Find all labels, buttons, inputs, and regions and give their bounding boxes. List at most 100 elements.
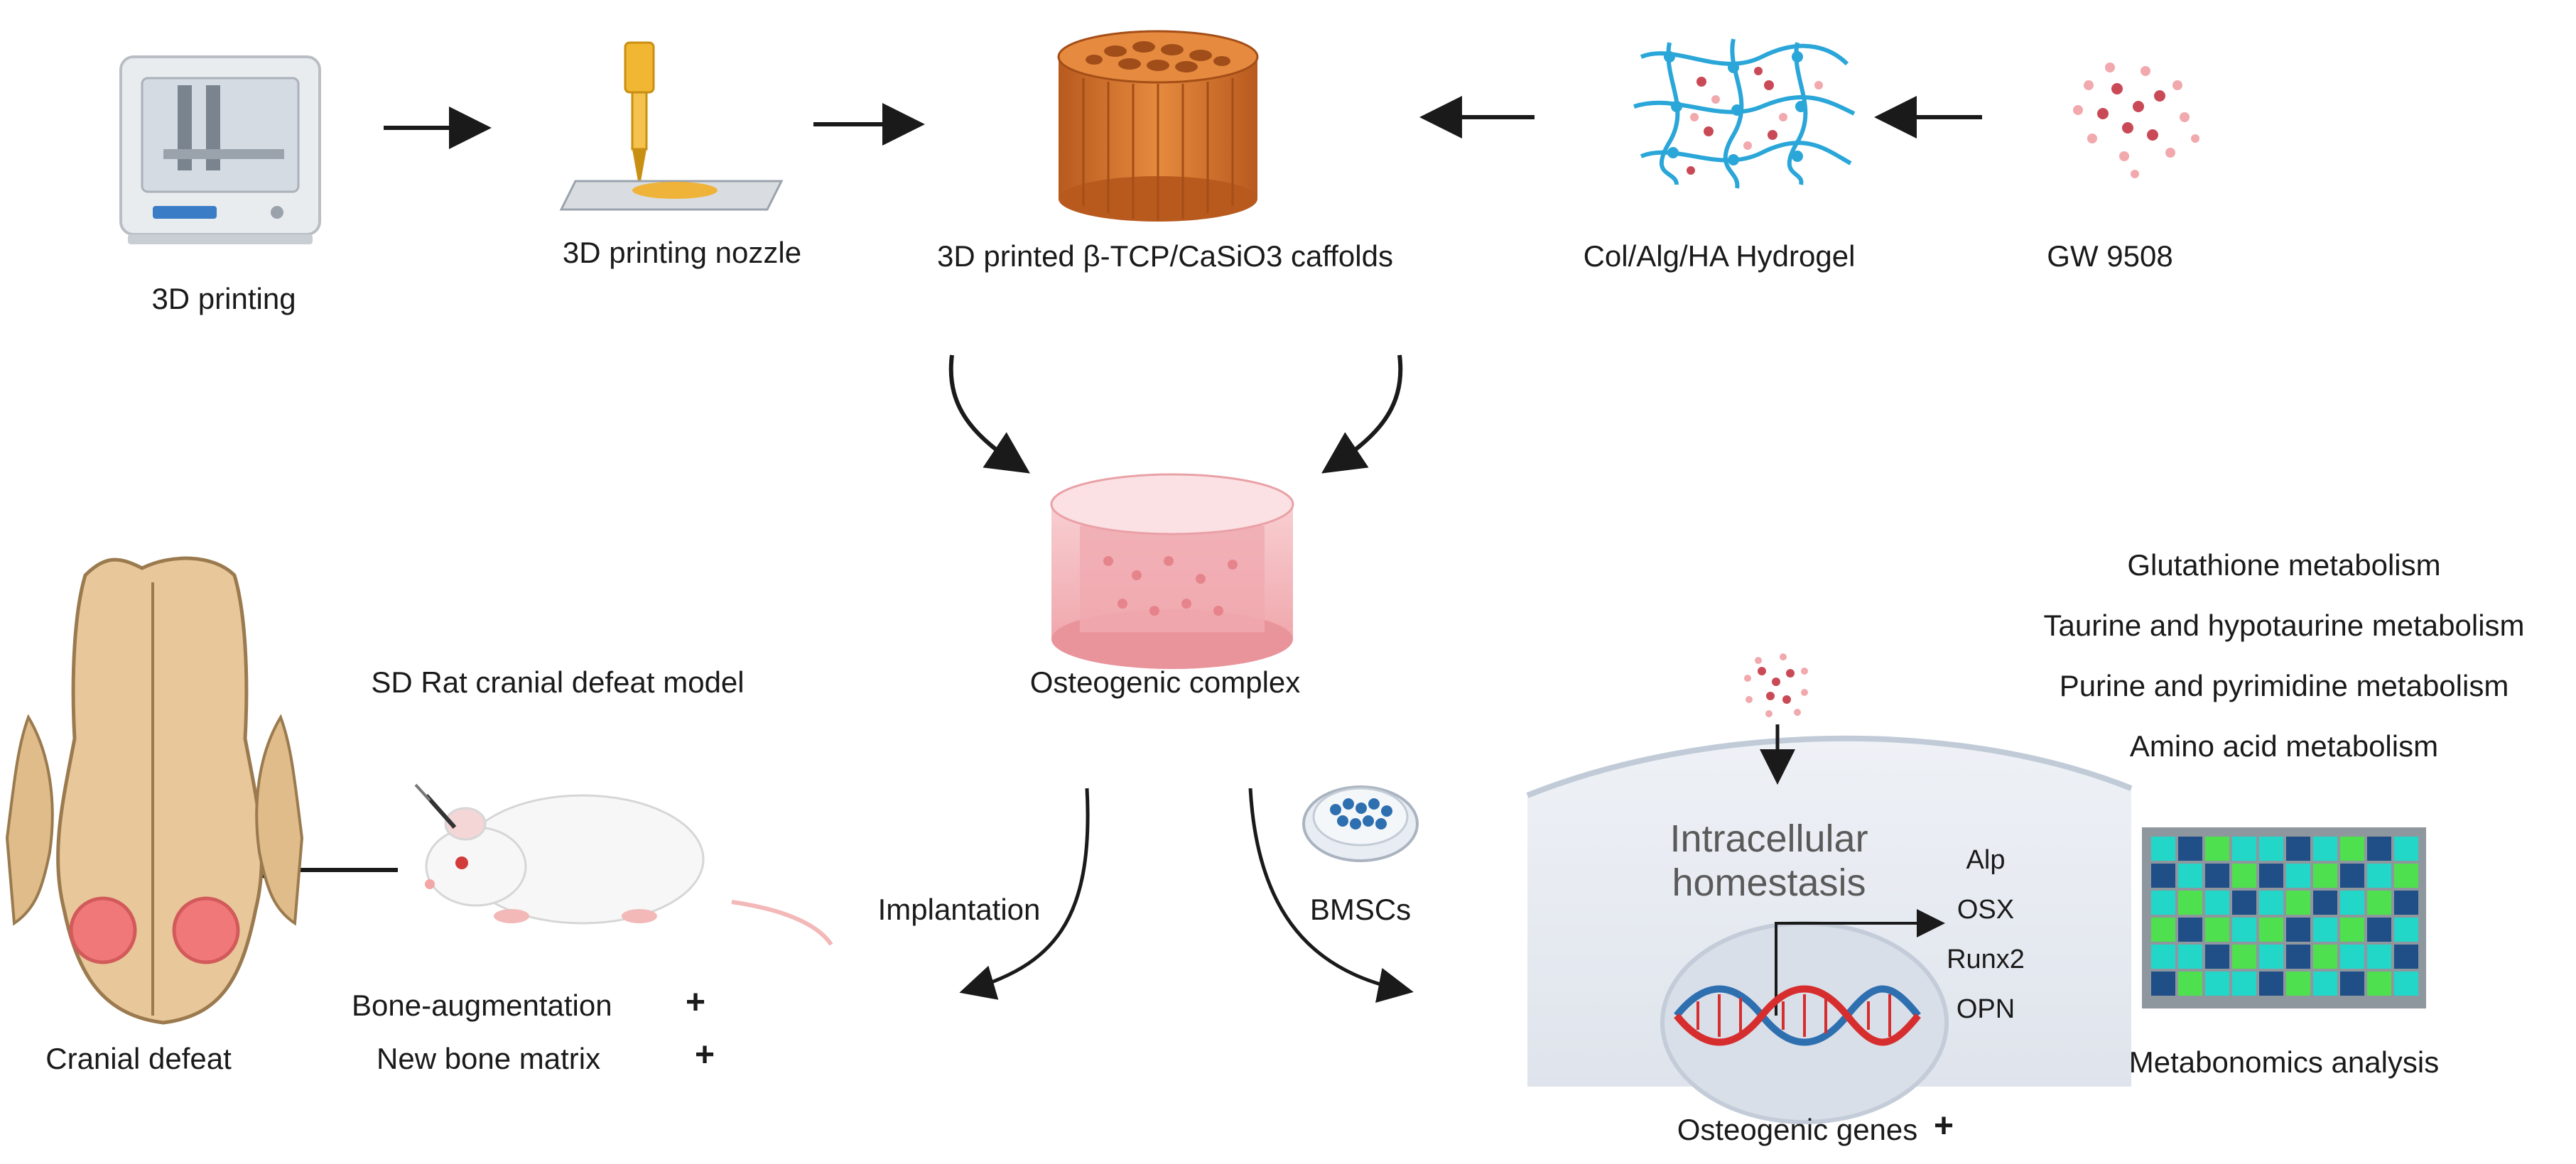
heatmap-cell	[2259, 918, 2283, 942]
heatmap-cell	[2259, 864, 2283, 888]
heatmap-cell	[2232, 918, 2256, 942]
heatmap-cell	[2205, 972, 2229, 996]
osteogenic-complex-icon	[1050, 473, 1294, 669]
heatmap-cell	[2340, 945, 2364, 969]
heatmap-cell	[2313, 918, 2337, 942]
petri-dish-icon	[1302, 785, 1419, 862]
outcome-bone-augmentation: Bone-augmentation	[352, 989, 612, 1022]
heatmap-cell	[2340, 918, 2364, 942]
heatmap-cell	[2394, 972, 2418, 996]
heatmap-cell	[2367, 918, 2391, 942]
pathway-purine: Purine and pyrimidine metabolism	[2059, 669, 2509, 702]
heatmap-cell	[2394, 837, 2418, 861]
heatmap-cell	[2394, 945, 2418, 969]
heatmap-cell	[2205, 918, 2229, 942]
heatmap-cell	[2394, 891, 2418, 915]
heatmap-cell	[2313, 864, 2337, 888]
complex-label: Osteogenic complex	[1029, 665, 1301, 699]
bmscs-label: BMSCs	[1309, 893, 1412, 926]
heatmap-cell	[2367, 972, 2391, 996]
heatmap-cell	[2232, 837, 2256, 861]
gene-runx2: Runx2	[1947, 945, 2025, 974]
gene-alp: Alp	[1966, 845, 2006, 875]
drug-particles-icon	[1744, 653, 1808, 717]
printer-label: 3D printing	[151, 282, 296, 315]
printing-nozzle-icon	[559, 41, 784, 211]
heatmap-cell	[2178, 972, 2202, 996]
heatmap-cell	[2286, 945, 2310, 969]
heatmap-cell	[2286, 972, 2310, 996]
heatmap-cell	[2178, 945, 2202, 969]
pathway-glutathione: Glutathione metabolism	[2127, 548, 2441, 582]
gene-opn: OPN	[1956, 994, 2015, 1024]
heatmap-cell	[2232, 891, 2256, 915]
heatmap-cell	[2232, 972, 2256, 996]
skull-label: Cranial defeat	[45, 1042, 232, 1075]
heatmap-cell	[2151, 837, 2175, 861]
model-label: SD Rat cranial defeat model	[371, 665, 745, 699]
heatmap-cell	[2340, 972, 2364, 996]
heatmap-cell	[2259, 891, 2283, 915]
curved-arrow-bmscs	[1248, 788, 1414, 1003]
curved-arrow-implantation	[959, 788, 1090, 1000]
metabonomics-label: Metabonomics analysis	[2128, 1045, 2440, 1079]
heatmap-cell	[2286, 891, 2310, 915]
heatmap-cell	[2340, 837, 2364, 861]
hydrogel-label: Col/Alg/HA Hydrogel	[1583, 239, 1856, 273]
heatmap-cell	[2286, 864, 2310, 888]
heatmap-cell	[2178, 864, 2202, 888]
heatmap-cell	[2286, 918, 2310, 942]
dna-helix-icon	[1674, 985, 1921, 1046]
heatmap-cell	[2151, 891, 2175, 915]
heatmap-cell	[2205, 945, 2229, 969]
heatmap-cell	[2232, 945, 2256, 969]
3d-printer-icon	[119, 55, 321, 244]
heatmap-cell	[2151, 972, 2175, 996]
heatmap-cell	[2340, 891, 2364, 915]
gw9508-particles-icon	[2073, 62, 2199, 178]
heatmap-cell	[2151, 864, 2175, 888]
curved-arrow-scaffold-to-complex	[948, 354, 1030, 474]
osteogenic-genes-label: Osteogenic genes	[1677, 1113, 1918, 1146]
heatmap-cell	[2367, 945, 2391, 969]
heatmap-cell	[2205, 864, 2229, 888]
implantation-label: Implantation	[877, 893, 1041, 926]
heatmap-cell	[2178, 918, 2202, 942]
heatmap-cell	[2394, 864, 2418, 888]
hydrogel-network-icon	[1633, 38, 1856, 189]
heatmap-cell	[2367, 864, 2391, 888]
heatmap-cell	[2178, 891, 2202, 915]
nozzle-label: 3D printing nozzle	[562, 236, 802, 269]
skull-icon	[5, 556, 304, 1025]
heatmap-cell	[2259, 972, 2283, 996]
cell-title-line1: Intracellular	[1669, 817, 1868, 860]
scaffold-label: 3D printed β-TCP/CaSiO3 caffolds	[937, 239, 1393, 273]
heatmap-cell	[2340, 864, 2364, 888]
scaffold-icon	[1057, 30, 1259, 222]
drug-label: GW 9508	[2047, 239, 2173, 273]
curved-arrow-hydrogel-to-complex	[1321, 354, 1403, 474]
heatmap-cell	[2367, 891, 2391, 915]
heatmap-cell	[2205, 837, 2229, 861]
heatmap-cell	[2205, 891, 2229, 915]
heatmap-cell	[2232, 864, 2256, 888]
gene-osx: OSX	[1957, 895, 2015, 925]
metabonomics-heatmap	[2142, 827, 2426, 1008]
plus-bone-augmentation: +	[686, 984, 706, 1021]
arrow-gene-activation	[1775, 909, 1945, 1016]
heatmap-cell	[2259, 945, 2283, 969]
rat-icon	[414, 783, 833, 946]
cranial-defect-left	[69, 896, 137, 964]
plus-osteogenic-genes: +	[1934, 1107, 1954, 1145]
heatmap-cell	[2367, 837, 2391, 861]
heatmap-cell	[2313, 891, 2337, 915]
heatmap-cell	[2178, 837, 2202, 861]
heatmap-cell	[2259, 837, 2283, 861]
heatmap-cell	[2151, 918, 2175, 942]
cranial-defect-right	[172, 896, 240, 964]
heatmap-cell	[2313, 837, 2337, 861]
cell-title-line2: homestasis	[1672, 861, 1866, 904]
cell-panel	[1526, 735, 2133, 1124]
pathway-amino-acid: Amino acid metabolism	[2129, 729, 2439, 763]
